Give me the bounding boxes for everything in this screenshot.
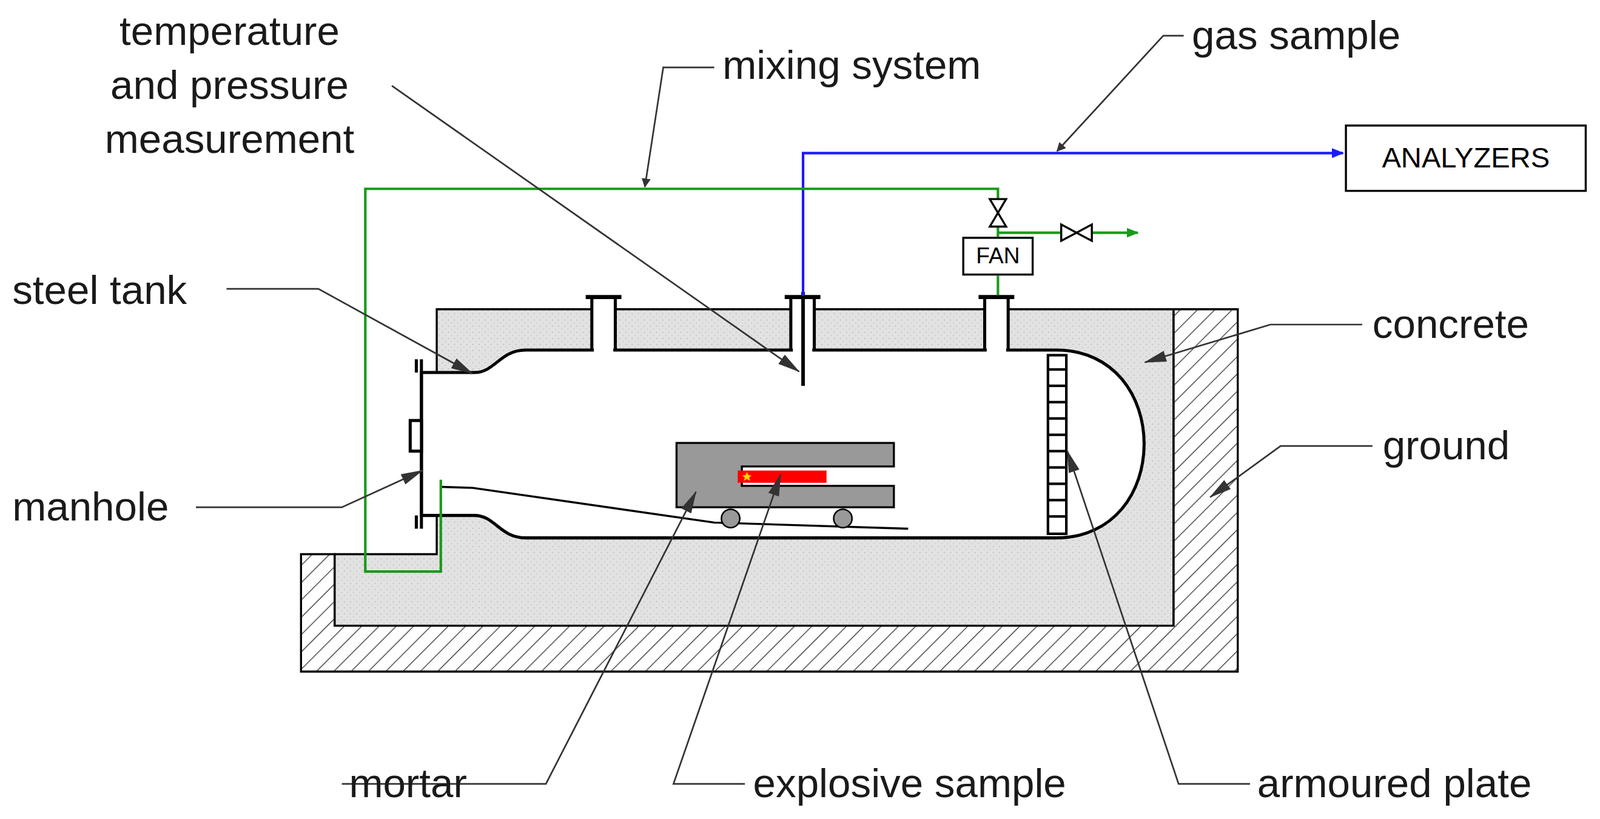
explosive-sample — [737, 470, 827, 483]
analyzer-box: ANALYZERS — [1344, 124, 1587, 192]
part-label: temperature and pressure measurement — [97, 4, 363, 167]
vent-line — [997, 231, 1061, 234]
drawing-part — [1067, 451, 1251, 784]
plate-rung — [1048, 433, 1067, 437]
drawing-part — [410, 420, 422, 451]
plate-rung — [1048, 368, 1067, 371]
plate-rung — [1048, 384, 1067, 387]
drawing-part — [1057, 35, 1184, 152]
drawing-part — [585, 294, 622, 300]
mixing-line — [365, 188, 998, 572]
plate-rung — [1048, 498, 1067, 501]
wheel — [833, 509, 853, 528]
box-label: ANALYZERS — [1381, 141, 1550, 175]
part-label: armoured plate — [1257, 756, 1533, 811]
detonator-star — [742, 471, 752, 481]
drawing-part — [984, 297, 1009, 352]
drawing-part — [1210, 445, 1373, 497]
nozzles — [585, 297, 1015, 353]
part-label: manhole — [12, 479, 169, 534]
part-label: explosive sample — [753, 756, 1067, 811]
valve-symbol — [989, 198, 1007, 227]
mortar — [676, 442, 894, 508]
wheel — [721, 509, 740, 528]
drawing-part — [1048, 354, 1067, 534]
drawing-part — [978, 294, 1015, 300]
box-label: FAN — [975, 242, 1020, 270]
valve-symbol — [1061, 224, 1092, 241]
nozzle-opening — [986, 345, 1007, 356]
part-label: mortar — [348, 756, 467, 811]
concrete-block — [334, 309, 1174, 626]
vent-line — [1091, 231, 1138, 234]
drawing-part — [414, 359, 418, 373]
drawing-part — [1145, 324, 1363, 363]
nozzle-opening — [593, 345, 614, 356]
mixing-line — [996, 275, 999, 295]
armoured-plate — [1048, 354, 1067, 534]
manhole-cover — [410, 359, 422, 529]
plate-rung — [1048, 482, 1067, 485]
gas-sample-line — [803, 152, 1343, 296]
part-label: mixing system — [722, 37, 981, 92]
plate-rung — [1048, 417, 1067, 420]
drawing-part — [1048, 369, 1067, 517]
fan-box: FAN — [962, 236, 1035, 276]
steel-tank — [421, 349, 1145, 538]
plate-rung — [1048, 465, 1067, 469]
drawing-part — [673, 474, 781, 784]
drawing-part — [591, 297, 616, 352]
leader-lines — [195, 35, 1373, 784]
part-label: ground — [1382, 418, 1511, 473]
plate-rung — [1048, 400, 1067, 404]
drawing-part — [195, 470, 423, 508]
drawing-part — [414, 515, 418, 529]
drawing-part — [644, 67, 714, 187]
plate-rung — [1048, 450, 1067, 453]
probe — [801, 291, 805, 386]
drawing-part — [391, 85, 799, 372]
part-label: gas sample — [1191, 7, 1401, 62]
plate-rung — [1048, 514, 1067, 518]
part-label: concrete — [1372, 297, 1530, 352]
part-label: steel tank — [12, 263, 187, 318]
drawing-part — [342, 491, 697, 784]
drawing-part — [226, 288, 472, 374]
